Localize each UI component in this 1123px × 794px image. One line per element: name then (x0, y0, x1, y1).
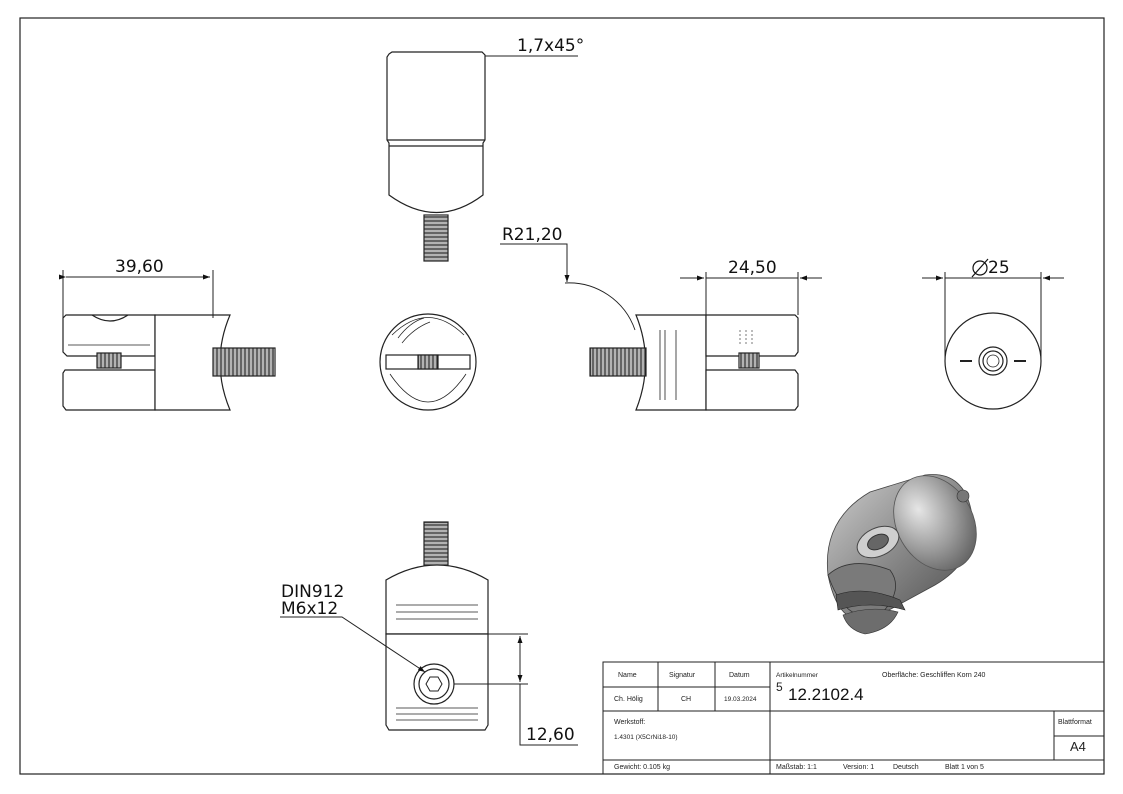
tb-blatt: Blatt 1 von 5 (945, 764, 984, 771)
tb-artikel-label: Artikelnummer (776, 672, 818, 679)
radius-dimension: R21,20 (502, 225, 563, 245)
chamfer-dimension: 1,7x45° (517, 36, 585, 56)
tb-massstab: Maßstab: 1:1 (776, 764, 817, 771)
din-callout-line2: M6x12 (281, 599, 339, 619)
tb-gewicht: Gewicht: 0.105 kg (614, 764, 671, 771)
end-view (944, 312, 1042, 410)
radius-arc (564, 282, 636, 331)
tb-datum-header: Datum (729, 672, 750, 679)
right-view (589, 314, 799, 411)
isometric-render (826, 474, 977, 635)
left-view (62, 314, 276, 411)
dim-line-12-60 (519, 684, 578, 746)
tb-version: Version: 1 (843, 764, 875, 771)
din-callout-line1: DIN912 (281, 582, 345, 602)
tb-name-value: Ch. Hölig (614, 696, 643, 703)
tb-blattformat-value: A4 (1070, 739, 1086, 754)
diameter-dimension: 25 (988, 258, 1010, 278)
height-dimension: 12,60 (526, 725, 575, 745)
diameter-symbol (972, 260, 988, 276)
top-view (386, 51, 486, 262)
tb-datum-value: 19.03.2024 (724, 696, 757, 703)
center-view (379, 313, 477, 411)
length-dimension-right: 24,50 (728, 258, 777, 278)
tb-signatur-value: CH (681, 696, 692, 703)
din-callout-leader (280, 616, 426, 673)
tb-sprache: Deutsch (893, 764, 919, 771)
tb-name-header: Name (618, 672, 637, 679)
tb-werkstoff-value: 1.4301 (X5CrNi18-10) (614, 734, 678, 741)
tb-artikel-number: 12.2102.4 (788, 685, 864, 704)
tb-signatur-header: Signatur (669, 672, 696, 679)
tb-artikel-prefix: 5 (776, 680, 783, 694)
bottom-view (385, 521, 489, 731)
tb-oberflaeche: Oberfläche: Geschliffen Korn 240 (882, 672, 986, 679)
tb-blattformat-label: Blattformat (1058, 719, 1092, 726)
title-block (602, 661, 1105, 775)
radius-leader (500, 243, 570, 282)
sheet-frame (19, 17, 1105, 775)
length-dimension-left: 39,60 (115, 257, 164, 277)
tb-werkstoff-label: Werkstoff: (614, 719, 646, 726)
